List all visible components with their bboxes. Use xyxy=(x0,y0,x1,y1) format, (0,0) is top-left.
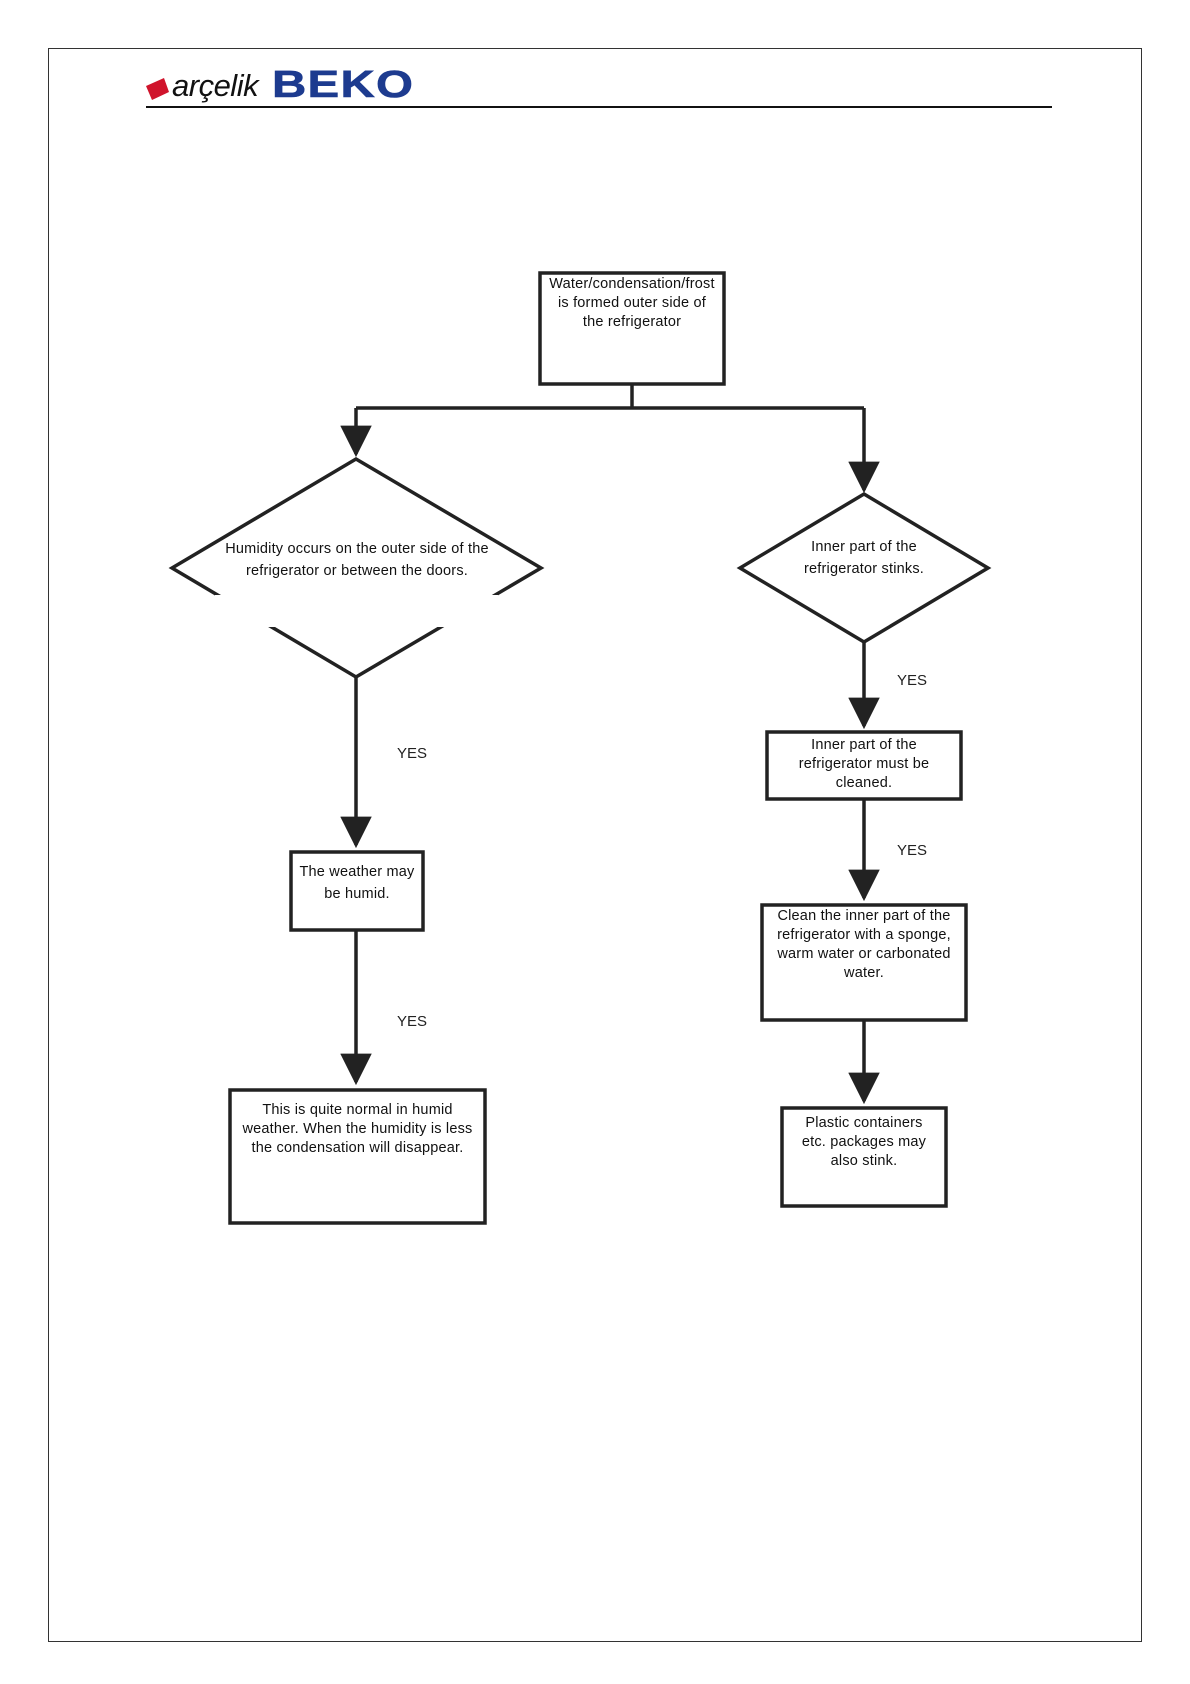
start-text: Water/condensation/frost is formed outer… xyxy=(549,276,715,330)
right-step-2-text: Clean the inner part of the refrigerator… xyxy=(777,908,951,981)
yes-label-left-1: YES xyxy=(397,745,428,762)
right-step-3-text: Plastic containers etc. packages may als… xyxy=(801,1115,927,1169)
right-step-1-text: Inner part of the refrigerator must be c… xyxy=(798,737,930,791)
left-step-2-box xyxy=(228,1088,487,1225)
yes-label-left-2: YES xyxy=(397,1013,428,1030)
page-frame xyxy=(48,48,1142,1642)
left-step-1-text: The weather may be humid. xyxy=(299,864,415,902)
left-step-1-box xyxy=(289,850,425,932)
yes-label-right-2: YES xyxy=(897,842,928,859)
logo-beko-text: BEKO xyxy=(272,64,415,107)
arcelik-red-mark-icon xyxy=(146,78,169,100)
logo-arcelik-text: arçelik xyxy=(172,68,259,103)
yes-label-right-1: YES xyxy=(897,672,928,689)
header-rule xyxy=(146,106,1052,108)
right-step-3-box xyxy=(780,1106,948,1208)
right-step-2-box xyxy=(760,903,968,1022)
right-decision-text: Inner part of the refrigerator stinks. xyxy=(803,539,925,577)
right-step-1-box xyxy=(765,730,963,801)
left-step-2-text: This is quite normal in humid weather. W… xyxy=(242,1102,473,1156)
left-decision-text: Humidity occurs on the outer side of the… xyxy=(225,541,489,579)
